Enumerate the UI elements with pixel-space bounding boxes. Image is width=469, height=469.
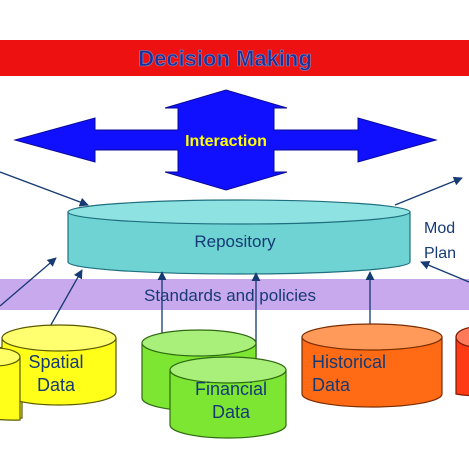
interaction-label: Interaction [185,133,267,150]
arrow-left-mid [0,257,57,307]
historical-data-cylinder [301,323,443,408]
repository-cylinder [67,199,411,275]
yellow-cylinder-front [0,347,21,421]
banner-title: Decision Making [138,46,312,71]
arrow-right-side [420,260,469,283]
spatial-data-line1: Spatial [28,352,83,372]
side-label-line2: Plan [424,245,456,262]
interaction-arrow [13,89,438,191]
red-cylinder-partial [455,327,469,397]
historical-data-line1: Historical [312,352,386,372]
arrow-left-top [0,171,89,207]
repository-label: Repository [194,232,276,251]
decision-making-banner [0,40,469,76]
arrow-right-top [394,176,463,206]
financial-data-cylinder [169,356,287,439]
spatial-data-cylinder [1,324,117,406]
historical-data-line2: Data [312,375,351,395]
side-label-line1: Mod [424,220,455,237]
arrow-spatial [47,269,83,331]
standards-label: Standards and policies [144,286,316,305]
financial-data-line2: Data [212,402,251,422]
financial-data-line1: Financial [195,379,267,399]
spatial-data-line2: Data [37,375,76,395]
standards-band [0,279,469,310]
